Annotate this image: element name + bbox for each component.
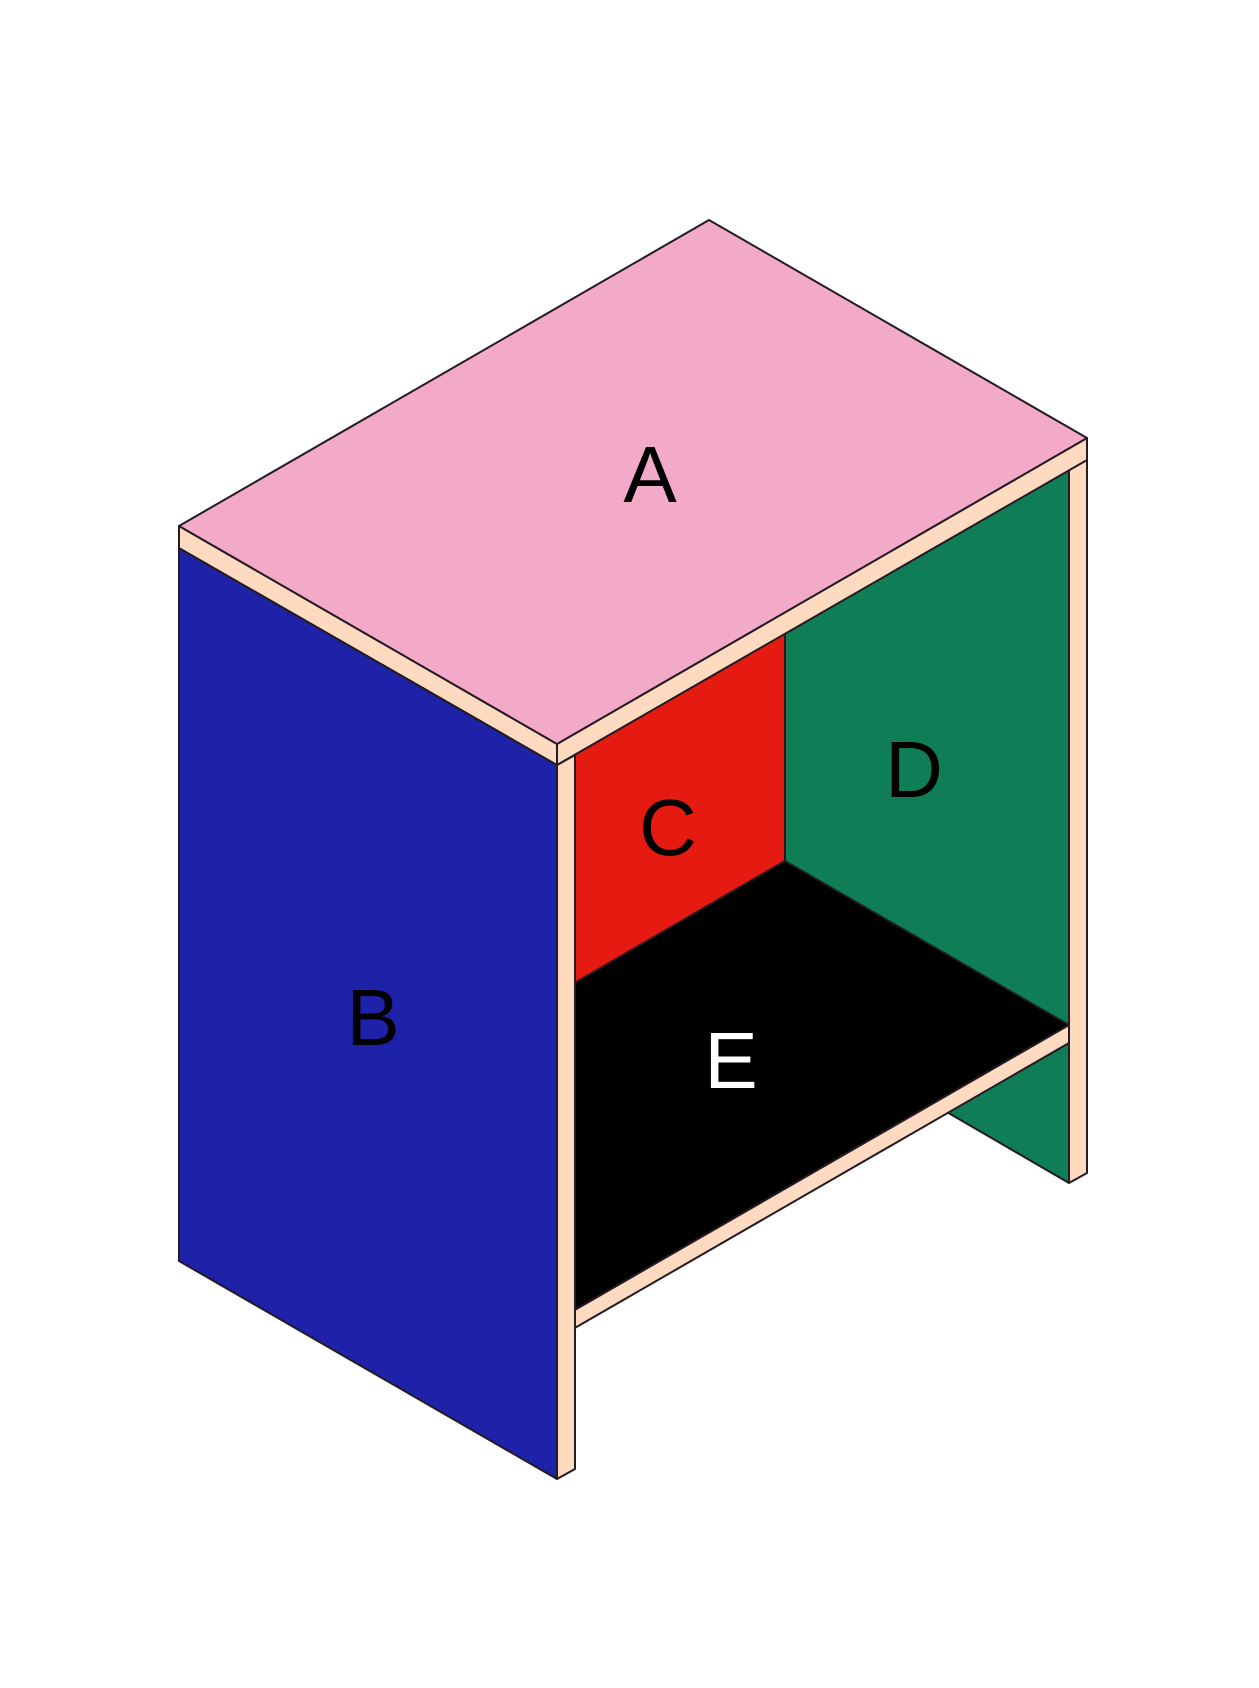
label-a: A xyxy=(623,430,677,519)
label-d: D xyxy=(885,725,943,814)
label-b: B xyxy=(346,973,399,1062)
right-side-front-edge xyxy=(1068,453,1088,1184)
panel-a xyxy=(178,219,1088,745)
label-c: C xyxy=(639,783,697,872)
left-side-front-edge xyxy=(556,754,576,1480)
label-e: E xyxy=(704,1016,757,1105)
